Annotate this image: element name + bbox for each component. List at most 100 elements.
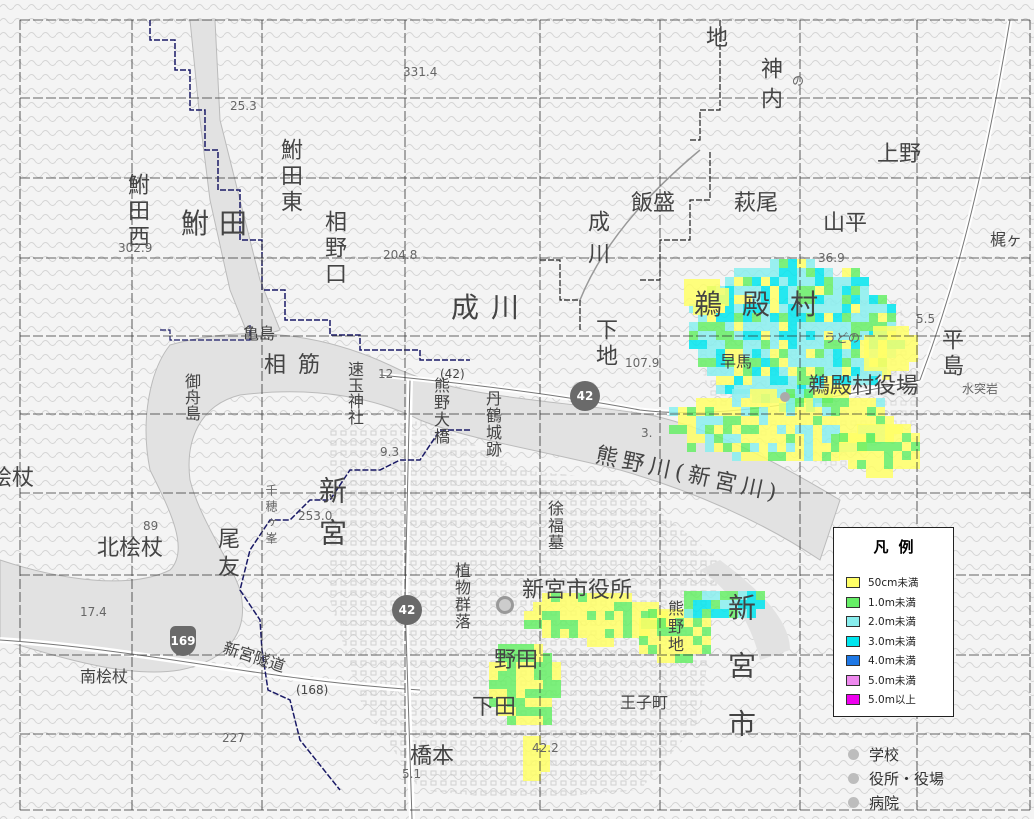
flood-cell <box>849 398 858 407</box>
flood-cell <box>795 407 804 416</box>
flood-cell <box>842 322 851 331</box>
flood-cell <box>770 304 779 313</box>
legend-swatch <box>846 655 860 667</box>
flood-cell <box>878 295 887 304</box>
flood-cell <box>756 600 765 609</box>
flood-cell <box>851 367 860 376</box>
flood-cell <box>498 698 507 707</box>
flood-cell <box>698 358 707 367</box>
flood-cell <box>639 645 648 654</box>
flood-cell <box>696 407 705 416</box>
label-hayauma: 早馬 <box>720 352 753 371</box>
flood-cell <box>891 353 900 362</box>
flood-cell <box>815 331 824 340</box>
flood-cell <box>842 313 851 322</box>
flood-cell <box>714 407 723 416</box>
flood-cell <box>578 620 587 629</box>
flood-cell <box>516 707 525 716</box>
flood-cell <box>752 295 761 304</box>
flood-cell <box>516 680 525 689</box>
flood-cell <box>840 425 849 434</box>
flood-cell <box>516 716 525 725</box>
flood-cell <box>851 313 860 322</box>
flood-cell <box>507 698 516 707</box>
flood-cell <box>743 277 752 286</box>
label-hayatama: 速玉神社 <box>345 361 364 425</box>
flood-cell <box>605 611 614 620</box>
flood-cell <box>873 362 882 371</box>
route-label-168: (168) <box>296 683 329 697</box>
flood-cell <box>815 268 824 277</box>
flood-cell <box>822 425 831 434</box>
flood-cell <box>752 268 761 277</box>
label-iimori: 飯盛 <box>631 191 676 216</box>
flood-cell <box>797 367 806 376</box>
label-kitakuwa: 北桧杖 <box>97 536 164 561</box>
flood-cell <box>707 331 716 340</box>
flood-cell <box>851 376 860 385</box>
flood-cell <box>702 609 711 618</box>
flood-cell <box>723 407 732 416</box>
flood-cell <box>752 331 761 340</box>
flood-cell <box>698 331 707 340</box>
flood-cell <box>875 451 884 460</box>
flood-cell <box>693 600 702 609</box>
flood-cell <box>815 277 824 286</box>
flood-cell <box>806 259 815 268</box>
flood-cell <box>552 671 561 680</box>
flood-cell <box>542 602 551 611</box>
flood-cell <box>882 353 891 362</box>
flood-cell <box>824 277 833 286</box>
legend-swatch <box>846 674 860 686</box>
flood-cell <box>596 602 605 611</box>
flood-cell <box>587 629 596 638</box>
flood-cell <box>759 434 768 443</box>
flood-cell <box>524 620 533 629</box>
flood-cell <box>714 398 723 407</box>
flood-cell <box>806 340 815 349</box>
legend-label: 5.0m以上 <box>868 694 916 707</box>
flood-cell <box>560 629 569 638</box>
flood-cell <box>864 362 873 371</box>
flood-cell <box>560 593 569 602</box>
flood-cell <box>507 662 516 671</box>
flood-cell <box>759 407 768 416</box>
facility-item-school: 学校 <box>848 742 944 766</box>
flood-cell <box>707 313 716 322</box>
flood-cell <box>849 425 858 434</box>
flood-cell <box>648 609 657 618</box>
flood-cell <box>842 340 851 349</box>
flood-cell <box>804 398 813 407</box>
facility-label: 学校 <box>869 745 900 764</box>
flood-cell <box>833 313 842 322</box>
flood-cell <box>833 277 842 286</box>
flood-cell <box>761 349 770 358</box>
flood-cell <box>551 611 560 620</box>
flood-cell <box>761 268 770 277</box>
flood-cell <box>725 286 734 295</box>
flood-cell <box>788 277 797 286</box>
flood-cell <box>756 591 765 600</box>
flood-cell <box>725 367 734 376</box>
flood-cell <box>657 618 666 627</box>
flood-cell <box>882 362 891 371</box>
flood-cell <box>738 600 747 609</box>
flood-cell <box>795 425 804 434</box>
flood-cell <box>867 407 876 416</box>
flood-cell <box>542 620 551 629</box>
flood-cell <box>743 340 752 349</box>
flood-cell <box>534 662 543 671</box>
elevation-25: 25.3 <box>230 99 257 113</box>
label-narukawa-vert: 成川 <box>584 210 609 274</box>
flood-cell <box>702 618 711 627</box>
flood-cell <box>909 353 918 362</box>
flood-cell <box>684 645 693 654</box>
flood-cell <box>902 433 911 442</box>
flood-cell <box>734 304 743 313</box>
flood-cell <box>750 452 759 461</box>
flood-cell <box>882 335 891 344</box>
flood-cell <box>833 349 842 358</box>
legend-title: 凡例 <box>873 538 924 556</box>
flood-cell <box>747 591 756 600</box>
